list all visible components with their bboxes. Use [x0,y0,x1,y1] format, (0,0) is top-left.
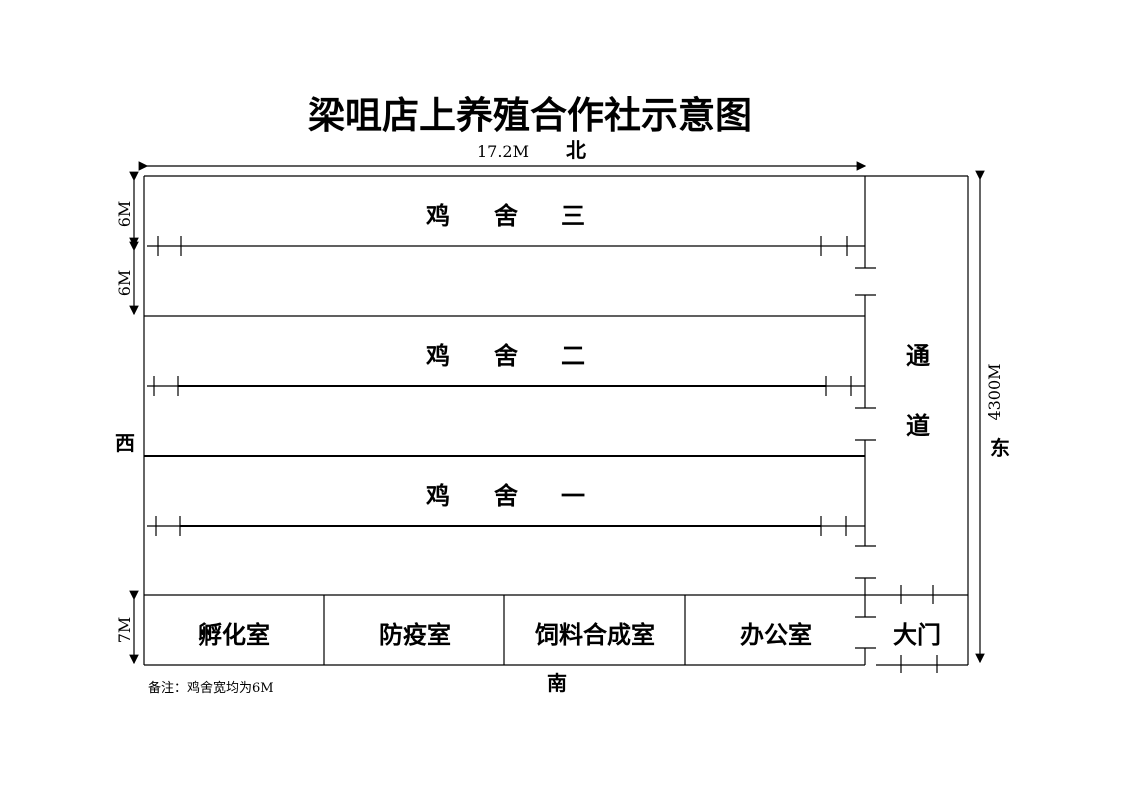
house1-char-3: 一 [561,482,585,510]
west-label: 西 [115,431,135,455]
room-feed-mixing: 饲料合成室 [534,621,655,649]
diagram-title: 梁咀店上养殖合作社示意图 [308,93,752,137]
room-office: 办公室 [740,621,812,649]
room-hatchery: 孵化室 [198,621,270,649]
house2-char-2: 舍 [494,342,519,370]
house1-char-2: 舍 [494,482,519,510]
house2-span-line [147,376,865,396]
passage-char-2: 道 [906,412,930,440]
width-dimension-label: 17.2M [477,142,529,161]
south-label: 南 [547,671,567,695]
room-epidemic-prevention: 防疫室 [379,621,451,649]
side-dimension-label-3: 7M [115,617,134,644]
house3-char-2: 舍 [494,202,519,230]
side-dimension-label-2: 6M [115,270,134,297]
house2-char-1: 鸡 [425,342,450,370]
house3-char-3: 三 [561,202,585,230]
footnote: 备注：鸡舍宽均为6M [148,680,274,696]
north-label: 北 [566,138,586,162]
side-dimension-label-1: 6M [115,201,134,228]
house1-char-1: 鸡 [425,482,450,510]
house2-char-3: 二 [561,342,585,370]
length-dimension-label: 4300M [985,363,1004,420]
gate-label: 大门 [893,621,941,649]
house1-span-line [147,516,865,536]
passage-char-1: 通 [906,342,930,370]
house3-span-line [147,236,865,256]
east-label: 东 [990,436,1010,460]
house3-char-1: 鸡 [425,202,450,230]
